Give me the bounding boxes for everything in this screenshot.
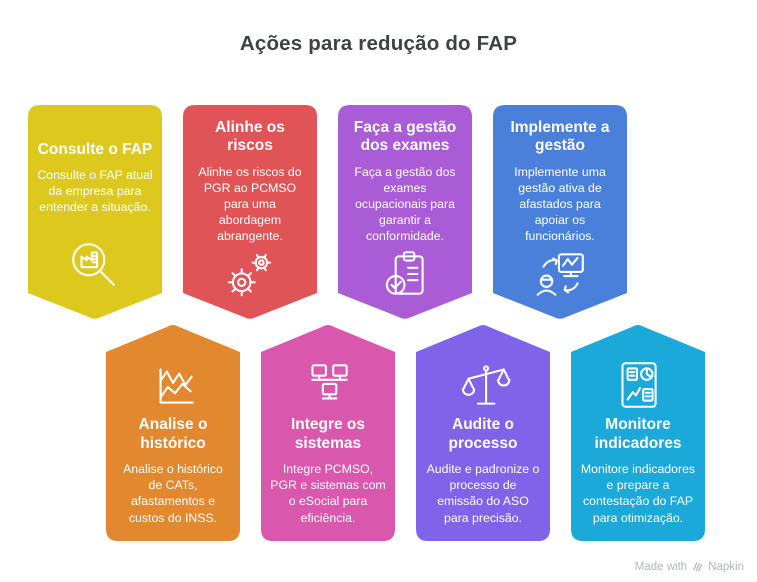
card-banner-shape: [493, 105, 627, 319]
clipboard-check-icon: [376, 245, 434, 303]
magnifier-building-icon: [66, 237, 124, 295]
card-faca-a-gestao-dos-exames: Faça a gestão dos exames Faça a gestão d…: [338, 105, 472, 322]
card-title: Audite o processo: [448, 416, 518, 452]
card-body: Implemente uma gestão ativa de afastados…: [514, 164, 606, 244]
card-text-block: Implemente a gestão Implemente uma gestã…: [502, 119, 618, 245]
card-body: Audite e padronize o processo de emissão…: [426, 461, 540, 525]
card-text-block: Alinhe os riscos Alinhe os riscos do PGR…: [192, 119, 308, 245]
card-banner-shape: [183, 105, 317, 319]
card-audite-o-processo: Audite o processo Audite e padronize o p…: [416, 324, 550, 541]
card-text-block: Analise o histórico Analise o histórico …: [115, 416, 231, 525]
card-text-block: Monitore indicadores Monitore indicadore…: [580, 416, 696, 525]
card-pennant-shape: [571, 325, 705, 541]
card-title: Analise o histórico: [138, 416, 208, 452]
card-body: Analise o histórico de CATs, afastamento…: [123, 461, 223, 525]
card-title: Integre os sistemas: [290, 416, 366, 452]
card-body: Monitore indicadores e prepare a contest…: [580, 461, 696, 525]
card-text-block: Audite o processo Audite e padronize o p…: [425, 416, 541, 525]
card-text-block: Consulte o FAP Consulte o FAP atual da e…: [37, 141, 153, 216]
card-body: Alinhe os riscos do PGR ao PCMSO para um…: [198, 164, 302, 244]
page-title: Ações para redução do FAP: [239, 32, 518, 55]
card-title: Alinhe os riscos: [215, 119, 285, 155]
dashboard-icon: [609, 356, 667, 414]
card-body: Faça a gestão dos exames ocupacionais pa…: [354, 164, 456, 244]
card-banner-shape: [28, 105, 162, 319]
watermark-brand: Napkin: [708, 560, 744, 573]
card-text-block: Faça a gestão dos exames Faça a gestão d…: [347, 119, 463, 245]
card-analise-o-historico: Analise o histórico Analise o histórico …: [106, 324, 240, 541]
card-monitore-indicadores: Monitore indicadores Monitore indicadore…: [571, 324, 705, 541]
card-body: Integre PCMSO, PGR e sistemas com o eSoc…: [270, 461, 386, 525]
card-pennant-shape: [261, 325, 395, 541]
napkin-logo-icon: [693, 562, 703, 572]
card-body: Consulte o FAP atual da empresa para ent…: [37, 167, 153, 215]
card-consulte-o-fap: Consulte o FAP Consulte o FAP atual da e…: [28, 105, 162, 322]
card-title: Monitore indicadores: [594, 416, 682, 452]
card-banner-shape: [338, 105, 472, 319]
gears-icon: [221, 245, 279, 303]
line-chart-icon: [144, 356, 202, 414]
card-text-block: Integre os sistemas Integre PCMSO, PGR e…: [270, 416, 386, 525]
card-integre-os-sistemas: Integre os sistemas Integre PCMSO, PGR e…: [261, 324, 395, 541]
card-alinhe-os-riscos: Alinhe os riscos Alinhe os riscos do PGR…: [183, 105, 317, 322]
card-title: Faça a gestão dos exames: [353, 119, 457, 155]
watermark-prefix: Made with: [634, 560, 688, 573]
card-pennant-shape: [106, 325, 240, 541]
balance-scale-icon: [454, 356, 512, 414]
watermark: Made with Napkin: [635, 560, 744, 573]
network-computers-icon: [299, 356, 357, 414]
card-implemente-a-gestao: Implemente a gestão Implemente uma gestã…: [493, 105, 627, 322]
card-title: Consulte o FAP: [37, 140, 153, 158]
person-monitor-sync-icon: [531, 245, 589, 303]
card-pennant-shape: [416, 325, 550, 541]
card-title: Implemente a gestão: [510, 119, 610, 155]
